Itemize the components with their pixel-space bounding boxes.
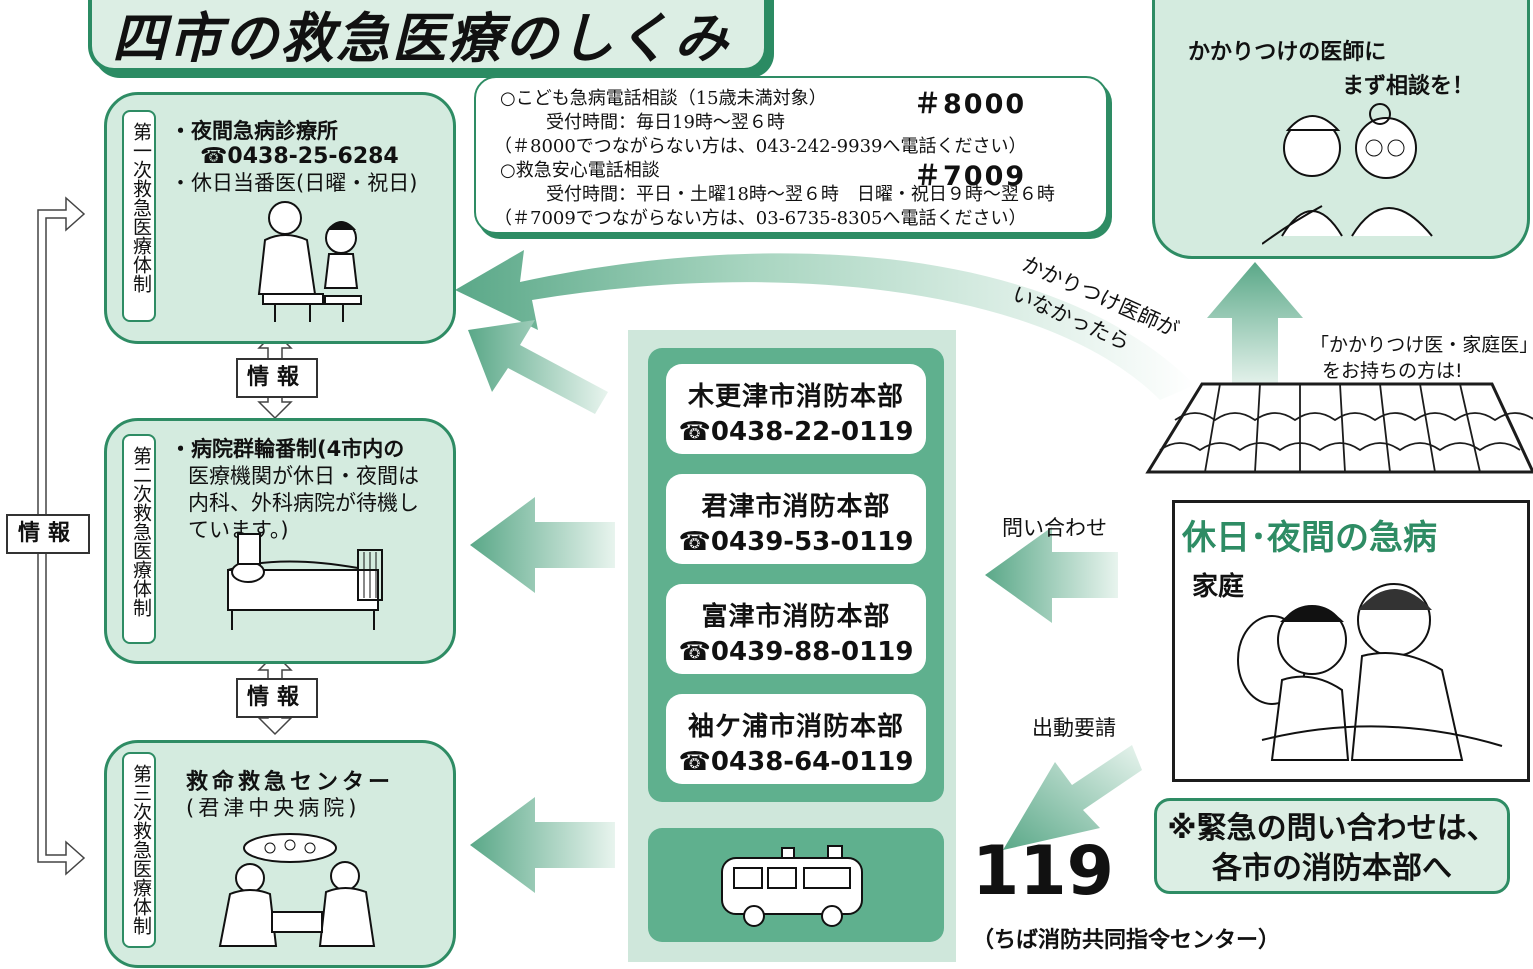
sick-child-illustration [1237,583,1503,761]
house-roof [1145,382,1533,474]
fire-dept-futtsu[interactable]: 富津市消防本部☎0439-88-0119 [666,584,926,674]
fire-dept-sodegaura[interactable]: 袖ケ浦市消防本部☎0438-64-0119 [666,694,926,784]
diag-arrow-tier1 [468,320,608,414]
adult-hours: 受付時間：平日・土曜18時～翌６時 日曜・祝日９時～翌６時 [546,184,1055,205]
surgery-illustration [218,833,376,947]
family-doctor-line2: まず相談を！ [1342,74,1475,99]
kids-note: （＃8000でつながらない方は、043-242-9939へ電話ください） [494,136,1027,157]
inquiry-label: 問い合わせ [1002,516,1107,540]
hospital-bed-illustration [227,533,383,630]
tier2-label: 第二次救急医療体制 [122,434,156,644]
info-tag-1: 情報 [236,358,318,398]
ambulance-illustration [721,845,863,927]
tier1-holiday: ・休日当番医(日曜・祝日) [170,171,418,195]
house-title: 休日･夜間の急病 [1182,518,1437,558]
tier2-box [104,418,456,664]
title-tab [88,0,768,72]
emergency-number[interactable]: 119 [972,832,1114,911]
fire-dept-kisarazu[interactable]: 木更津市消防本部☎0438-22-0119 [666,364,926,454]
arrow-tier2 [470,497,615,593]
dispatch-label: 出動要請 [1032,716,1116,740]
tier2-text: ・病院群輪番制(4市内の 医療機関が休日・夜間は 内科、外科病院が待機し ていま… [170,437,419,542]
kids-hours: 受付時間：毎日19時～翌６時 [546,112,785,133]
phone-consult-box: ○こども急病電話相談（15歳未満対象） ＃8000 受付時間：毎日19時～翌６時… [474,76,1108,234]
curve-arrow [455,250,1195,400]
kids-consult-label: ○こども急病電話相談（15歳未満対象） [500,88,827,109]
family-doctor-line1: かかりつけの医師に [1188,40,1387,65]
tier1-clinic: ・夜間急病診療所 [170,119,338,143]
arrow-dispatch [1003,745,1142,850]
info-tag-2: 情報 [236,678,318,718]
fire-dept-kimitsu[interactable]: 君津市消防本部☎0439-53-0119 [666,474,926,564]
house-sub: 家庭 [1192,572,1245,602]
info-loop [37,196,86,876]
tier1-label: 第一次救急医療体制 [122,110,156,322]
family-doctor-box [1152,0,1530,259]
tier3-hospital: (君津中央病院) [186,796,361,820]
have-doctor-1: 「かかりつけ医・家庭医」 [1310,334,1533,356]
adult-number[interactable]: ＃7009 [914,161,1027,192]
info-tag-left: 情報 [6,514,90,554]
tier1-phone: ☎0438-25-6284 [200,144,399,169]
arrow-inquiry [985,527,1118,623]
have-doctor-2: をお持ちの方は! [1322,360,1463,382]
arrow-up [1207,262,1303,388]
page-title: 四市の救急医療のしくみ [112,7,731,70]
emergency-note: ※緊急の問い合わせは、 各市の消防本部へ [1154,798,1510,894]
tier3-label: 第三次救急医療体制 [122,752,156,948]
adult-consult-label: ○救急安心電話相談 [500,160,660,181]
family-doctor-illustration [1262,103,1433,245]
house-panel [1172,500,1530,782]
emergency-center: （ちば消防共同指令センター） [972,928,1281,953]
tier3-center: 救命救急センター [186,770,395,795]
arrow-tier3 [470,797,615,893]
adult-note: （＃7009でつながらない方は、03-6735-8305へ電話ください） [494,208,1027,229]
kids-number[interactable]: ＃8000 [914,89,1027,120]
doctor-child-illustration [257,201,362,322]
